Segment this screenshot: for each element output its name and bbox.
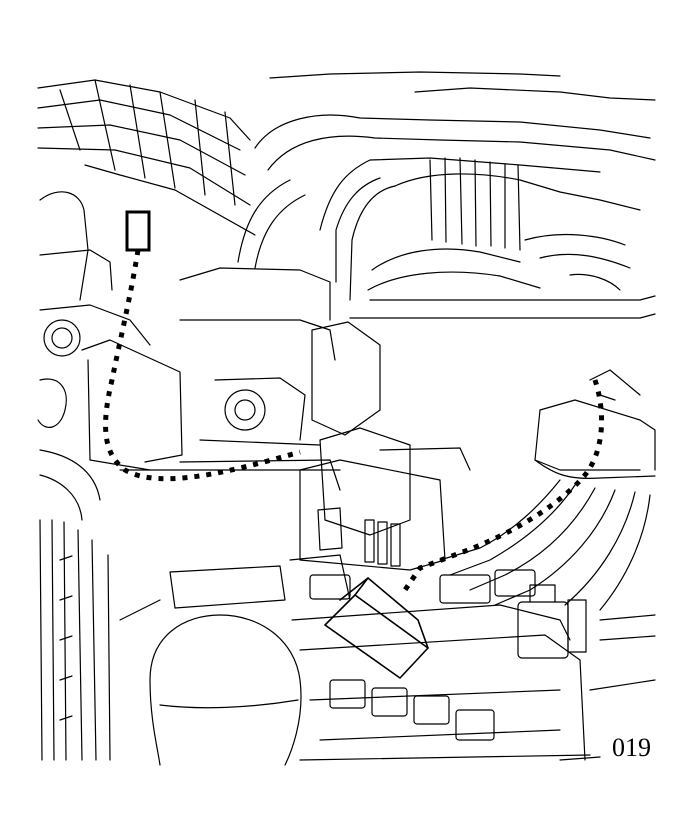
right-wire-loom — [439, 479, 651, 611]
upper-wire-bundle — [367, 157, 631, 291]
bulkhead-housing — [237, 71, 656, 319]
junction-box — [299, 321, 471, 571]
left-brackets — [37, 191, 341, 521]
figure-number: 019 — [612, 733, 651, 762]
secondary-connector — [517, 584, 587, 659]
grille-louvers — [37, 79, 256, 236]
highlighted-connector — [324, 577, 429, 679]
route-start-connector — [125, 210, 151, 252]
left-harness-lines — [39, 519, 111, 761]
right-trim-lines — [559, 614, 656, 761]
highlighted-wire-route — [103, 249, 604, 592]
central-motor-assembly — [179, 267, 341, 491]
lower-switch-panel — [169, 554, 591, 761]
right-relay-module — [534, 369, 656, 480]
gear-shift-knob — [119, 599, 302, 766]
